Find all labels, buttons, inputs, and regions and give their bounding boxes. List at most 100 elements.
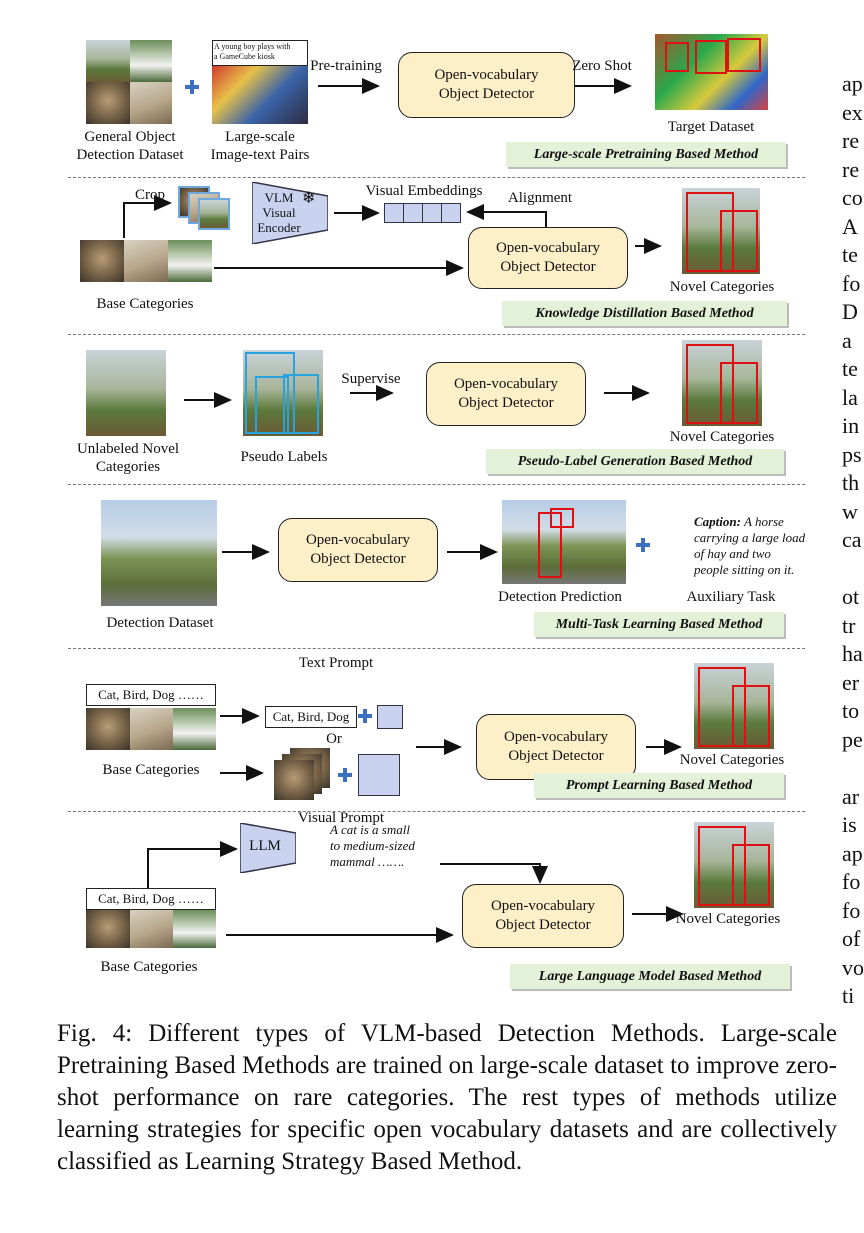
- base-image-dog: [168, 240, 212, 282]
- unlabeled-label: Unlabeled Novel Categories: [76, 441, 180, 475]
- novel-label-5: Novel Categories: [679, 752, 785, 768]
- dataset-image-cat: [86, 82, 130, 124]
- detection-dataset-image: [101, 500, 217, 606]
- side-fragment: ti: [842, 983, 855, 1008]
- detector-pseudo: Open-vocabulary Object Detector: [426, 362, 586, 426]
- dataset-image-giraffe: [86, 40, 130, 82]
- novel-image-5: [694, 663, 774, 749]
- alignment-label: Alignment: [507, 190, 573, 206]
- side-fragment: ar: [842, 783, 860, 809]
- target-dataset-image: [655, 34, 768, 110]
- side-fragment: [842, 555, 864, 584]
- novel-image-3: [682, 340, 762, 426]
- side-fragment: ex: [842, 99, 863, 125]
- supervise-label: Supervise: [341, 371, 401, 387]
- side-fragment: er: [842, 669, 860, 695]
- visual-prompt-stack-3: [274, 760, 314, 800]
- prediction-label: Detection Prediction: [498, 589, 622, 605]
- arrow-layer: [123, 78, 684, 943]
- base-label-6: Base Categories: [100, 959, 198, 975]
- divider-4: [68, 648, 805, 649]
- embeddings-label: Visual Embeddings: [365, 183, 483, 199]
- detector-llm: Open-vocabulary Object Detector: [462, 884, 624, 948]
- method-tag-multitask: Multi-Task Learning Based Method: [534, 612, 784, 637]
- plus-icon-5b: [338, 768, 352, 782]
- visual-embeddings: [384, 203, 461, 223]
- caption-head: Caption:: [694, 514, 741, 529]
- unlabeled-image: [86, 350, 166, 436]
- or-label: Or: [326, 731, 342, 747]
- target-label: Target Dataset: [667, 119, 755, 135]
- side-fragment: in: [842, 413, 860, 438]
- snowflake-icon: ❄: [302, 190, 316, 207]
- novel-image-6: [694, 822, 774, 908]
- method-tag-pretraining: Large-scale Pretraining Based Method: [506, 142, 786, 167]
- arrow-to-llm: [147, 841, 238, 890]
- method-tag-llm: Large Language Model Based Method: [510, 964, 790, 989]
- arrow-alignment: [466, 204, 547, 228]
- method-tag-prompt: Prompt Learning Based Method: [534, 773, 784, 798]
- dataset-image-bird: [130, 82, 172, 124]
- base6-image-dog: [173, 910, 216, 948]
- side-fragment: ps: [842, 441, 862, 467]
- aux-label: Auxiliary Task: [686, 589, 776, 605]
- crop-label: Crop: [135, 187, 165, 203]
- llm-block: LLM: [240, 823, 296, 873]
- side-fragment: D: [842, 299, 858, 324]
- figure-caption: Fig. 4: Different types of VLM-based Det…: [57, 1020, 837, 1175]
- base6-image-bird: [130, 910, 173, 948]
- side-fragment: re: [842, 128, 860, 153]
- side-fragment: re: [842, 156, 860, 182]
- side-fragment: fo: [842, 869, 861, 894]
- side-fragment: of: [842, 926, 861, 951]
- visual-prompt-token: [358, 754, 400, 796]
- text-prompt-token: [377, 705, 403, 729]
- plus-icon-4: [636, 538, 650, 552]
- detection-dataset-label: Detection Dataset: [106, 615, 214, 631]
- side-fragment: ot: [842, 584, 860, 609]
- side-fragment: vo: [842, 954, 864, 980]
- detector-pretraining: Open-vocabulary Object Detector: [398, 52, 575, 118]
- method-tag-distillation: Knowledge Distillation Based Method: [502, 301, 787, 326]
- llm-label: LLM: [249, 838, 281, 854]
- side-fragment: pe: [842, 726, 863, 752]
- novel-image-2: [682, 188, 760, 274]
- base-label-2: Base Categories: [96, 296, 194, 312]
- arrow-crop: [123, 195, 172, 238]
- novel-label-3: Novel Categories: [669, 429, 775, 445]
- side-fragment: to: [842, 698, 860, 723]
- image-text-photo: [212, 66, 308, 124]
- side-fragment: co: [842, 185, 863, 210]
- side-fragment: A: [842, 213, 858, 239]
- side-fragment: a: [842, 327, 852, 353]
- base5-image-bird: [130, 708, 173, 750]
- zero-shot-label: Zero Shot: [572, 58, 632, 74]
- method-tag-pseudo: Pseudo-Label Generation Based Method: [486, 449, 784, 474]
- side-fragment: fo: [842, 897, 861, 923]
- visual-prompt-label: Visual Prompt: [297, 810, 385, 826]
- side-fragment: ca: [842, 527, 862, 552]
- novel-label-2: Novel Categories: [669, 279, 775, 295]
- categories-box-6: Cat, Bird, Dog ……: [86, 888, 216, 910]
- divider-3: [68, 484, 805, 485]
- pseudo-image: [243, 350, 323, 436]
- categories-box-5: Cat, Bird, Dog ……: [86, 684, 216, 706]
- general-dataset-label: General Object Detection Dataset: [76, 129, 184, 163]
- divider-1: [68, 177, 805, 178]
- base-image-bird: [124, 240, 168, 282]
- plus-icon-5a: [358, 709, 372, 723]
- side-fragment: te: [842, 356, 858, 381]
- image-text-label: Large-scale Image-text Pairs: [210, 129, 310, 163]
- base5-image-cat: [86, 708, 130, 750]
- vlm-encoder-label: VLM Visual Encoder: [257, 190, 301, 235]
- side-fragment: th: [842, 470, 860, 495]
- side-fragment: w: [842, 498, 858, 524]
- base5-image-dog: [173, 708, 216, 750]
- detector-prompt: Open-vocabulary Object Detector: [476, 714, 636, 780]
- base-label-5: Base Categories: [102, 762, 200, 778]
- text-card: A young boy plays with a GameCube kiosk: [212, 40, 308, 66]
- pseudo-label: Pseudo Labels: [240, 449, 328, 465]
- prediction-image: [502, 500, 626, 584]
- text-prompt-label: Text Prompt: [298, 655, 374, 671]
- divider-2: [68, 334, 805, 335]
